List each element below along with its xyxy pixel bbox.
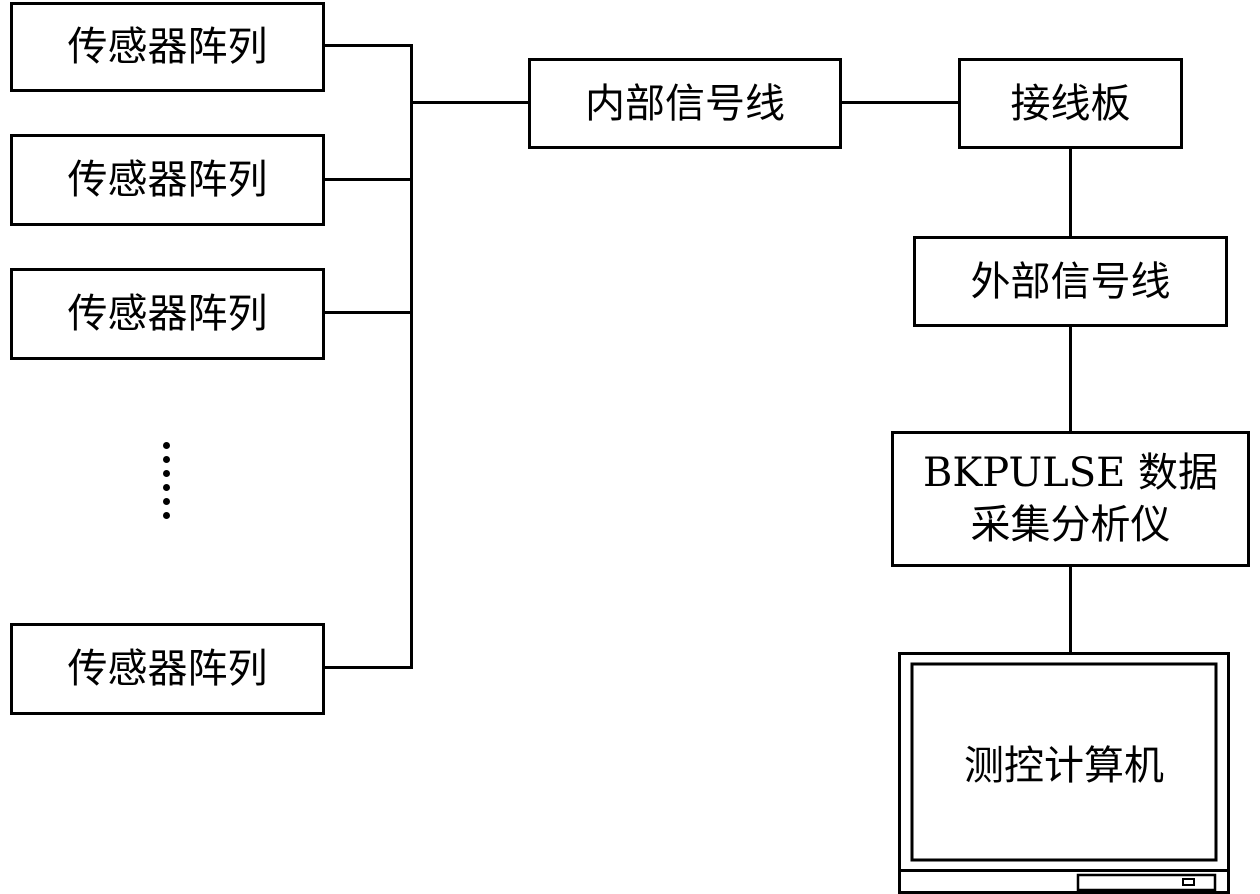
sensor-array-label: 传感器阵列 (67, 291, 268, 337)
sensor-connector-2 (325, 178, 413, 181)
control-computer: 测控计算机 (898, 652, 1230, 894)
sensor-bus-line (410, 44, 413, 669)
sensor-array-3: 传感器阵列 (10, 268, 325, 360)
terminal-board-label: 接线板 (1010, 80, 1131, 127)
analyzer-to-computer-line (1069, 567, 1072, 653)
internal-signal-cable-box: 内部信号线 (528, 58, 842, 149)
sensor-array-label: 传感器阵列 (67, 646, 268, 692)
external-to-analyzer-line (1069, 327, 1072, 433)
sensor-array-label: 传感器阵列 (67, 157, 268, 203)
sensor-array-4: 传感器阵列 (10, 623, 325, 715)
sensor-array-label: 传感器阵列 (67, 24, 268, 70)
sensor-array-2: 传感器阵列 (10, 134, 325, 226)
sensor-connector-4 (325, 666, 413, 669)
monitor-icon (898, 652, 1230, 894)
control-computer-label: 测控计算机 (964, 743, 1164, 789)
terminal-board-box: 接线板 (958, 58, 1183, 149)
bkpulse-analyzer-box: BKPULSE 数据 采集分析仪 (891, 431, 1250, 567)
external-signal-cable-box: 外部信号线 (913, 236, 1228, 327)
sensor-array-1: 传感器阵列 (10, 2, 325, 92)
bkpulse-analyzer-label-line1: BKPULSE 数据 (922, 450, 1219, 496)
external-signal-cable-label: 外部信号线 (970, 258, 1171, 305)
sensor-connector-1 (325, 44, 413, 47)
bkpulse-analyzer-label-line2: 采集分析仪 (970, 502, 1171, 548)
sensor-connector-3 (325, 311, 413, 314)
internal-signal-cable-label: 内部信号线 (585, 80, 785, 127)
internal-to-board-line (842, 101, 960, 104)
board-to-external-line (1069, 149, 1072, 239)
bus-to-internal-cable-line (410, 101, 530, 104)
